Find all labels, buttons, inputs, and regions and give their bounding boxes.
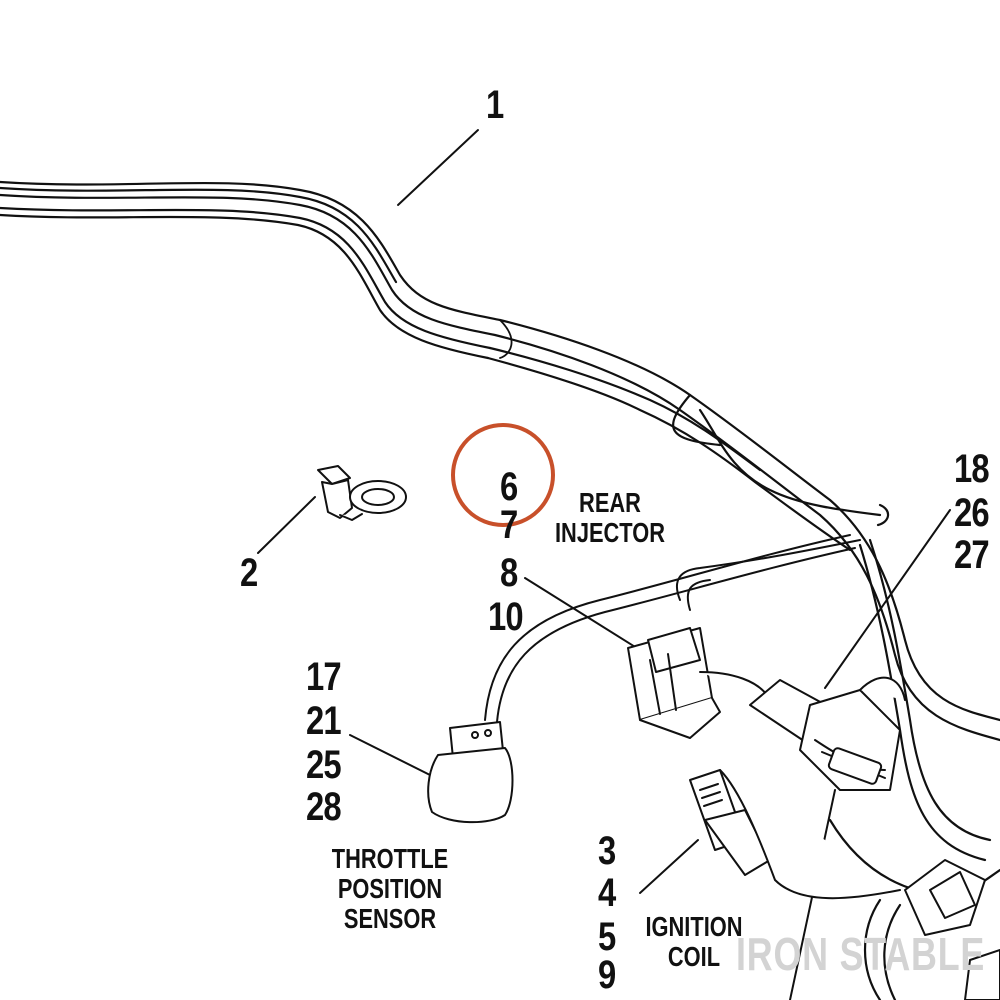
callout-7: 7 — [500, 503, 518, 547]
callout-6: 6 — [500, 465, 518, 509]
callout-26: 26 — [954, 491, 990, 535]
injector-connector-icon — [627, 627, 771, 739]
ignition-coil-caption: IGNITION COIL — [632, 912, 757, 972]
callout-5: 5 — [598, 915, 616, 959]
callout-8: 8 — [500, 551, 518, 595]
tps-branch-wires — [484, 534, 861, 723]
callout-4: 4 — [598, 871, 616, 915]
callout-1: 1 — [486, 83, 504, 127]
callout-21: 21 — [306, 699, 342, 743]
caption-line: INJECTOR — [554, 517, 666, 548]
callout-3: 3 — [598, 829, 616, 873]
callout-28: 28 — [306, 785, 342, 829]
callout-2: 2 — [240, 551, 258, 595]
caption-line: THROTTLE — [331, 843, 449, 874]
callout-9: 9 — [598, 953, 616, 997]
ignition-coil-connector-icon — [689, 769, 901, 900]
throttle-position-sensor-icon — [427, 721, 514, 824]
caption-line: POSITION — [337, 873, 443, 904]
multipin-connector-icon — [749, 676, 906, 791]
callout-17: 17 — [306, 655, 342, 699]
caption-line: IGNITION — [645, 911, 743, 942]
caption-line: COIL — [667, 941, 721, 972]
watermark-text: IRON STABLE — [736, 928, 986, 980]
lower-connector-icon — [904, 859, 1000, 1000]
throttle-position-sensor-caption: THROTTLE POSITION SENSOR — [320, 844, 460, 934]
callout-27: 27 — [954, 533, 990, 577]
harness-clip-icon — [317, 465, 407, 521]
callout-10: 10 — [488, 595, 524, 639]
caption-line: SENSOR — [343, 903, 437, 934]
callout-25: 25 — [306, 743, 342, 787]
highlight-circle — [451, 423, 555, 527]
callout-18: 18 — [954, 447, 990, 491]
rear-injector-caption: REAR INJECTOR — [548, 488, 673, 548]
caption-line: REAR — [579, 487, 641, 518]
